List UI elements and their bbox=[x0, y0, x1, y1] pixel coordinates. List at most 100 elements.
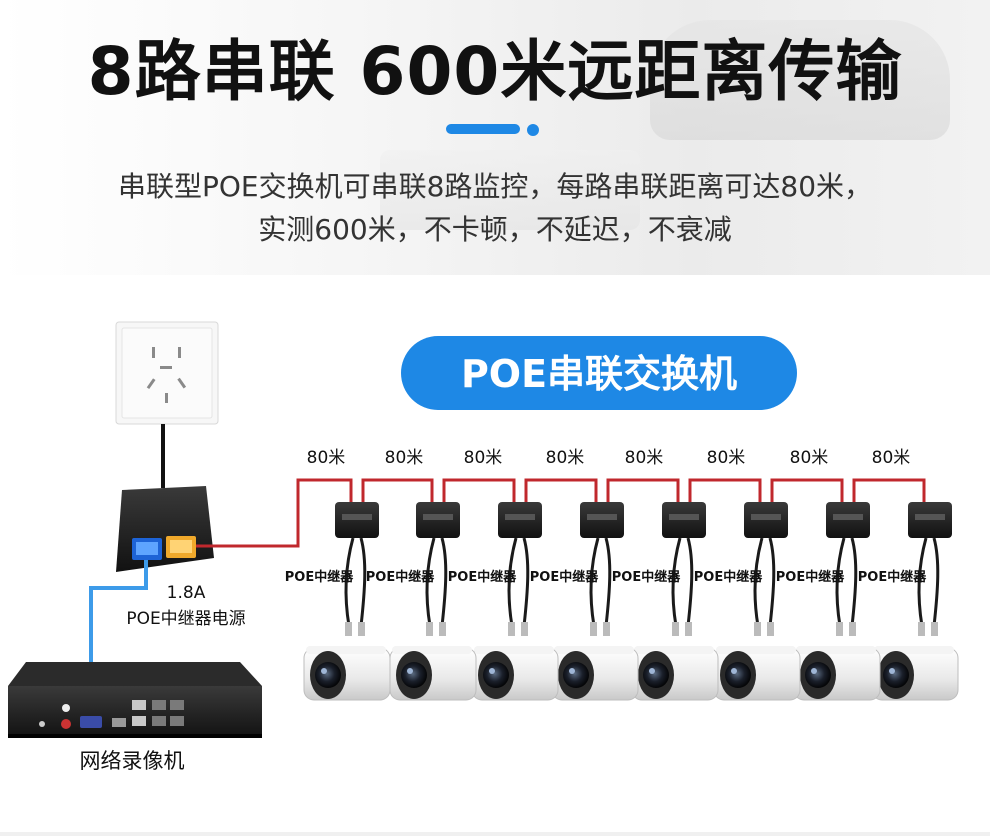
repeater-plate-6 bbox=[751, 514, 781, 520]
repeater-label-6: POE中继器 bbox=[694, 569, 763, 585]
camera-lens-glint-1 bbox=[321, 668, 327, 674]
chain-cable-8 bbox=[852, 478, 926, 504]
page-title: 8路串联 600米远距离传输 bbox=[87, 33, 903, 110]
camera-lens-glint-8 bbox=[889, 668, 895, 674]
repeater-unit-8: POE中继器 bbox=[858, 502, 952, 636]
camera-lens-6 bbox=[725, 662, 751, 688]
description-line-1: 串联型POE交换机可串联8路监控，每路串联距离可达80米， bbox=[117, 170, 873, 203]
segment-label-7: 80米 bbox=[790, 448, 829, 468]
chain-cable-1 bbox=[308, 478, 353, 504]
repeater-plate-3 bbox=[505, 514, 535, 520]
camera-lens-glint-6 bbox=[731, 668, 737, 674]
camera-lens-1 bbox=[315, 662, 341, 688]
camera-lens-glint-3 bbox=[489, 668, 495, 674]
camera-lens-3 bbox=[483, 662, 509, 688]
connector-a-1 bbox=[345, 622, 352, 636]
camera-8 bbox=[871, 646, 959, 701]
repeater-unit-5: POE中继器 bbox=[612, 502, 706, 636]
camera-visor-7 bbox=[796, 646, 876, 654]
repeater-unit-2: POE中继器 bbox=[366, 502, 460, 636]
repeater-cable-a-1 bbox=[344, 537, 355, 627]
repeater-label-3: POE中继器 bbox=[448, 569, 517, 585]
bottom-divider bbox=[0, 832, 990, 836]
camera-lens-4 bbox=[563, 662, 589, 688]
repeater-cable-b-2 bbox=[440, 537, 448, 627]
repeater-cable-b-7 bbox=[850, 537, 858, 627]
segment-label-3: 80米 bbox=[464, 448, 503, 468]
title-dot bbox=[527, 124, 539, 136]
chain-cable-4 bbox=[524, 478, 598, 504]
camera-7 bbox=[793, 646, 881, 701]
repeater-cable-b-3 bbox=[522, 537, 530, 627]
repeater-cable-a-2 bbox=[425, 537, 436, 627]
segment-label-1: 80米 bbox=[307, 448, 346, 468]
repeater-plate-8 bbox=[915, 514, 945, 520]
repeater-unit-1: POE中继器 bbox=[285, 502, 379, 636]
camera-2 bbox=[389, 646, 477, 701]
camera-lens-glint-4 bbox=[569, 668, 575, 674]
camera-lens-8 bbox=[883, 662, 909, 688]
repeater-label-2: POE中继器 bbox=[366, 569, 435, 585]
camera-5 bbox=[631, 646, 719, 701]
camera-4 bbox=[551, 646, 639, 701]
connector-a-7 bbox=[836, 622, 843, 636]
connector-a-5 bbox=[672, 622, 679, 636]
repeater-cable-b-8 bbox=[932, 537, 940, 627]
segment-label-8: 80米 bbox=[872, 448, 911, 468]
chain-cable-6 bbox=[688, 478, 762, 504]
repeater-label-4: POE中继器 bbox=[530, 569, 599, 585]
camera-visor-6 bbox=[716, 646, 796, 654]
connector-b-7 bbox=[849, 622, 856, 636]
camera-visor-5 bbox=[634, 646, 714, 654]
connector-a-8 bbox=[918, 622, 925, 636]
repeater-cable-a-6 bbox=[753, 537, 764, 627]
connector-b-3 bbox=[521, 622, 528, 636]
chain-cable-2 bbox=[361, 478, 434, 504]
repeater-cable-a-4 bbox=[589, 537, 600, 627]
repeater-plate-4 bbox=[587, 514, 617, 520]
connector-b-1 bbox=[358, 622, 365, 636]
camera-visor-8 bbox=[874, 646, 954, 654]
camera-6 bbox=[713, 646, 801, 701]
repeater-label-8: POE中继器 bbox=[858, 569, 927, 585]
sofa-shape bbox=[650, 20, 950, 140]
repeater-cable-a-8 bbox=[917, 537, 928, 627]
camera-visor-4 bbox=[554, 646, 634, 654]
switch-badge: POE串联交换机 bbox=[401, 336, 797, 410]
repeater-label-5: POE中继器 bbox=[612, 569, 681, 585]
connector-b-4 bbox=[603, 622, 610, 636]
repeater-unit-3: POE中继器 bbox=[448, 502, 542, 636]
poe-power-injector bbox=[116, 486, 214, 572]
connector-a-2 bbox=[426, 622, 433, 636]
connector-b-2 bbox=[439, 622, 446, 636]
camera-visor-1 bbox=[306, 646, 386, 654]
camera-lens-glint-5 bbox=[649, 668, 655, 674]
network-video-recorder bbox=[8, 662, 262, 738]
chain-cable-5 bbox=[606, 478, 680, 504]
repeater-cable-a-3 bbox=[507, 537, 518, 627]
description-line-2: 实测600米，不卡顿，不延迟，不衰减 bbox=[258, 213, 732, 246]
repeater-cable-b-4 bbox=[604, 537, 612, 627]
camera-lens-2 bbox=[401, 662, 427, 688]
repeater-plate-2 bbox=[423, 514, 453, 520]
connector-a-4 bbox=[590, 622, 597, 636]
uplink-cable bbox=[89, 560, 148, 662]
repeater-unit-7: POE中继器 bbox=[776, 502, 870, 636]
wall-socket bbox=[115, 321, 219, 425]
title-underline bbox=[446, 124, 520, 134]
chain-cable-3 bbox=[442, 478, 516, 504]
repeater-plate-7 bbox=[833, 514, 863, 520]
segment-label-4: 80米 bbox=[546, 448, 585, 468]
segment-label-2: 80米 bbox=[385, 448, 424, 468]
connector-b-5 bbox=[685, 622, 692, 636]
power-supply-label: POE中继器电源 bbox=[126, 609, 245, 629]
repeater-label-7: POE中继器 bbox=[776, 569, 845, 585]
repeater-plate-5 bbox=[669, 514, 699, 520]
repeater-unit-4: POE中继器 bbox=[530, 502, 624, 636]
chain-cable-7 bbox=[770, 478, 844, 504]
segment-label-6: 80米 bbox=[707, 448, 746, 468]
power-current-label: 1.8A bbox=[167, 583, 206, 603]
camera-lens-glint-2 bbox=[407, 668, 413, 674]
